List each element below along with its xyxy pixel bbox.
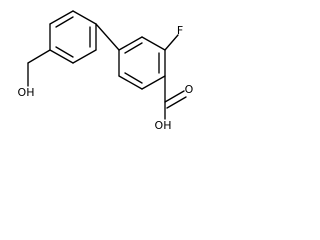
bond-right-ring-2 [141, 36, 166, 51]
bond-right-ring-4 [141, 75, 166, 90]
carbonyl-oxygen-label: O [185, 83, 194, 96]
fluorine-label: F [177, 24, 183, 37]
acid-hydroxyl-label: OH [155, 119, 172, 132]
bond-left-ring-5 [49, 49, 74, 64]
double-bond-left-ring-bottom [55, 46, 74, 58]
bond-left-ring-4 [72, 49, 97, 64]
bond-left-ring-2 [72, 10, 97, 25]
chemical-structure-diagram: F O OH OH [18, 10, 194, 132]
atom-labels: F O OH OH [18, 24, 194, 132]
benzylic-carbon-bond [27, 49, 51, 64]
double-bond-right-ring-top [124, 42, 143, 54]
fluoro-bond [164, 34, 179, 51]
bond-right-ring-1 [118, 36, 143, 51]
double-bond-right-ring-bottom [124, 72, 143, 84]
carbonyl-bond-outer [164, 90, 185, 103]
double-bond-left-ring-top [55, 16, 74, 28]
carbonyl-bond-inner [166, 96, 187, 109]
alcohol-hydroxyl-label: OH [18, 86, 35, 99]
bond-right-ring-5 [118, 75, 143, 90]
bond-left-ring-1 [49, 10, 74, 25]
biaryl-bond [95, 23, 120, 51]
bond-lines [27, 10, 187, 120]
